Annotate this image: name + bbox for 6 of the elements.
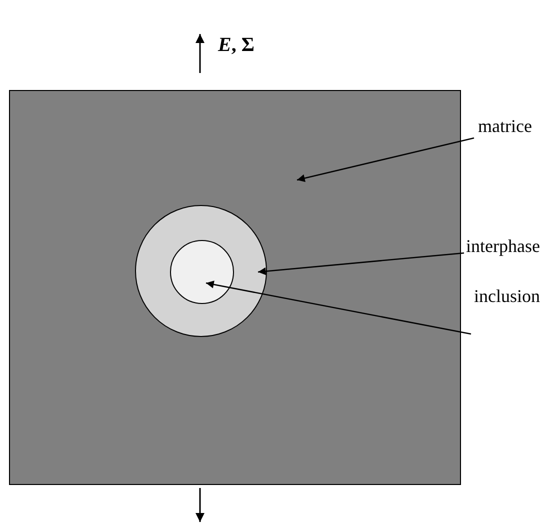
part-label: inclusion [474, 286, 540, 307]
load-label: E, Σ [218, 34, 254, 57]
part-label: matrice [478, 116, 532, 137]
part-label: interphase [466, 236, 540, 257]
leader-line [258, 252, 464, 276]
matrix-square [9, 90, 461, 485]
